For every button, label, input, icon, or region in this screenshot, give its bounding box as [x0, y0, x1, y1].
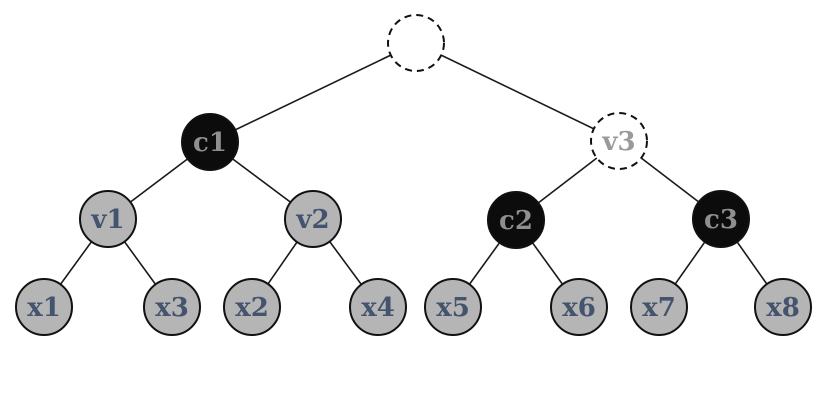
tree-node-circle-x2	[223, 278, 281, 336]
tree-node-label-x6: x6	[562, 293, 596, 323]
tree-node-label-x8: x8	[766, 293, 800, 323]
tree-node-label-x3: x3	[155, 293, 189, 323]
tree-node-x5: x5	[424, 278, 482, 336]
tree-node-label-x7: x7	[642, 293, 676, 323]
tree-node-label-c2: c2	[499, 206, 533, 236]
tree-node-label-x5: x5	[436, 293, 470, 323]
tree-node-circle-v3	[590, 112, 648, 170]
tree-node-label-v2: v2	[295, 205, 329, 235]
tree-node-x4: x4	[349, 278, 407, 336]
tree-node-circle-x3	[143, 278, 201, 336]
tree-node-c2: c2	[487, 191, 545, 249]
tree-node-label-x4: x4	[361, 293, 395, 323]
tree-node-circle-root	[387, 14, 445, 72]
tree-node-x2: x2	[223, 278, 281, 336]
tree-node-label-x1: x1	[27, 293, 61, 323]
tree-node-x7: x7	[630, 278, 688, 336]
tree-node-circle-c1	[181, 113, 239, 171]
tree-node-label-c1: c1	[193, 128, 227, 158]
tree-node-x3: x3	[143, 278, 201, 336]
tree-node-x8: x8	[754, 278, 812, 336]
tree-node-x1: x1	[15, 278, 73, 336]
tree-node-label-c3: c3	[704, 205, 738, 235]
tree-node-circle-x6	[550, 278, 608, 336]
tree-node-circle-v2	[284, 190, 342, 248]
tree-edge-root-c1	[209, 42, 417, 143]
tree-node-x6: x6	[550, 278, 608, 336]
tree-node-circle-x7	[630, 278, 688, 336]
tree-edge-root-v3	[415, 42, 620, 142]
tree-node-circle-x1	[15, 278, 73, 336]
tree-node-v2: v2	[284, 190, 342, 248]
tree-node-root	[387, 14, 445, 72]
tree-node-circle-c2	[487, 191, 545, 249]
tree-node-v3: v3	[590, 112, 648, 170]
tree-node-c3: c3	[692, 190, 750, 248]
tree-node-v1: v1	[79, 190, 137, 248]
tree-node-label-v3: v3	[601, 127, 635, 157]
tree-node-circle-c3	[692, 190, 750, 248]
tree-node-circle-x5	[424, 278, 482, 336]
tree-node-circle-x8	[754, 278, 812, 336]
tree-node-c1: c1	[181, 113, 239, 171]
tree-node-circle-v1	[79, 190, 137, 248]
tree-node-circle-x4	[349, 278, 407, 336]
tree-node-label-v1: v1	[90, 205, 124, 235]
tree-node-label-x2: x2	[235, 293, 269, 323]
